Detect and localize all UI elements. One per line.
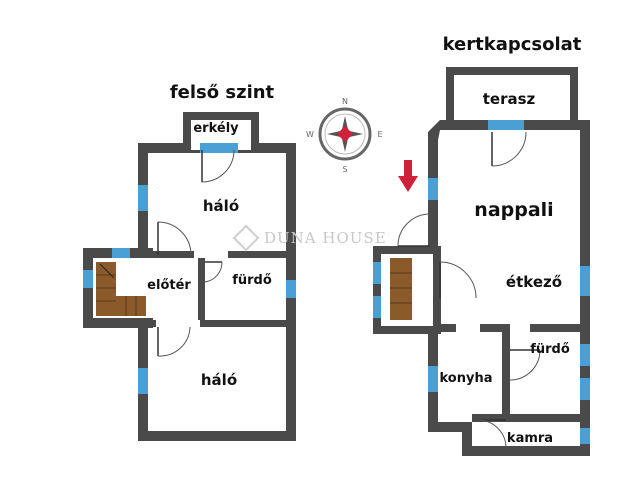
compass-west: W xyxy=(306,130,314,139)
room-label-erkely: erkély xyxy=(193,121,239,136)
door xyxy=(477,419,507,449)
garden-stairs xyxy=(390,258,412,320)
window xyxy=(428,178,438,200)
upper-floor-plan: felső szint erkély háló előtér fürdő hál… xyxy=(83,82,296,441)
door xyxy=(201,149,235,183)
entrance-arrow xyxy=(398,160,418,192)
room-label-terasz: terasz xyxy=(483,90,536,108)
window xyxy=(580,266,590,296)
room-label-nappali: nappali xyxy=(474,199,553,221)
watermark-text: DUNA HOUSE xyxy=(264,229,387,247)
compass-rose: N S E W xyxy=(306,97,382,174)
door xyxy=(157,326,191,357)
window xyxy=(286,280,296,298)
watermark: DUNA HOUSE xyxy=(232,224,387,252)
room-label-furdo-left: fürdő xyxy=(232,273,272,288)
compass-south: S xyxy=(342,165,347,174)
upper-floor-title: felső szint xyxy=(170,82,275,103)
room-label-halo-top: háló xyxy=(203,197,239,215)
compass-needle xyxy=(337,126,353,142)
entrance-door xyxy=(397,213,431,247)
window xyxy=(112,248,130,258)
window xyxy=(200,143,238,153)
room-label-konyha: konyha xyxy=(440,371,493,386)
window xyxy=(580,378,590,400)
window xyxy=(373,296,381,318)
door xyxy=(157,221,192,256)
door xyxy=(509,349,541,381)
window xyxy=(138,185,148,211)
door xyxy=(439,261,477,299)
room-label-eloter: előtér xyxy=(147,278,191,293)
door xyxy=(204,261,223,283)
window xyxy=(138,368,148,394)
room-label-kamra: kamra xyxy=(507,431,553,446)
door xyxy=(491,131,527,167)
window xyxy=(83,270,93,288)
garden-level-plan: kertkapcsolat terasz nappali étkező kony… xyxy=(373,34,590,456)
upper-stairs xyxy=(96,262,146,316)
room-label-halo-bottom: háló xyxy=(201,371,237,389)
compass-east: E xyxy=(377,130,382,139)
garden-level-title: kertkapcsolat xyxy=(443,34,582,55)
window xyxy=(373,262,381,284)
room-label-etkezo: étkező xyxy=(506,273,562,291)
room-label-furdo-right: fürdő xyxy=(530,342,570,357)
window xyxy=(488,120,524,130)
window xyxy=(580,428,590,444)
compass-north: N xyxy=(342,97,348,106)
window xyxy=(428,366,438,392)
window xyxy=(580,344,590,366)
